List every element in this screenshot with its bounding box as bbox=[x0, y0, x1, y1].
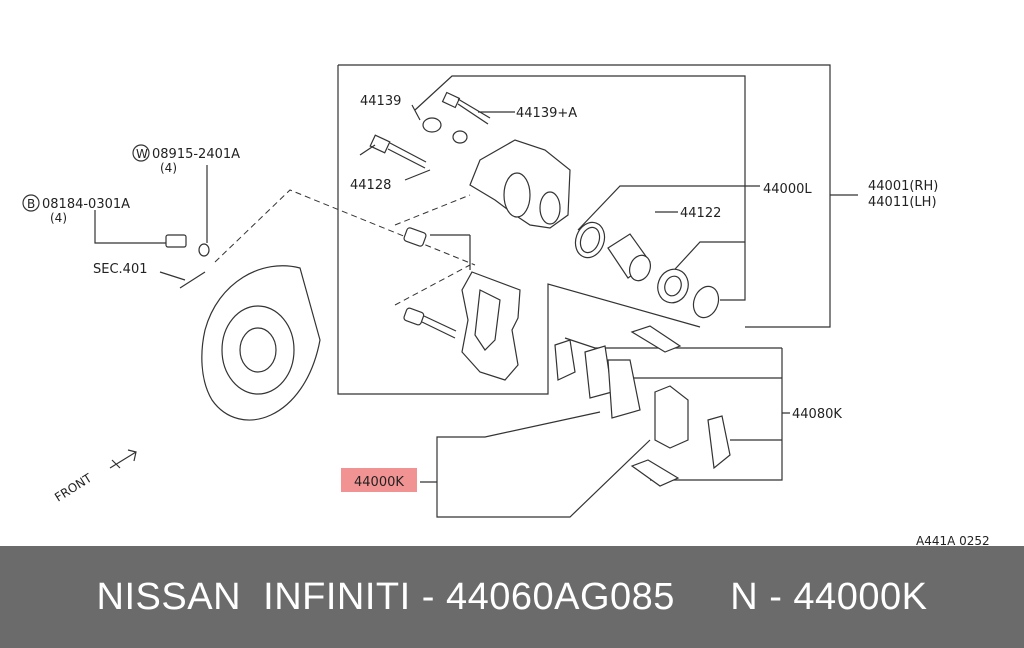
label-08915: 08915-2401A bbox=[152, 147, 240, 162]
washer-symbol-icon bbox=[132, 144, 150, 162]
label-44139a: 44139+A bbox=[516, 106, 577, 121]
label-44000k: 44000K bbox=[354, 475, 404, 490]
brake-pad-outer-icon bbox=[654, 385, 689, 449]
label-08184-qty: (4) bbox=[50, 211, 67, 225]
label-front: FRONT bbox=[52, 471, 95, 505]
front-indicator: FRONT bbox=[52, 449, 137, 505]
backing-plate-icon bbox=[201, 265, 321, 421]
label-44001: 44001(RH) bbox=[868, 179, 938, 194]
anti-squeal-shim-outer-icon bbox=[707, 415, 731, 470]
shim-clip-bottom-icon bbox=[630, 459, 680, 487]
label-bolt-symbol: B bbox=[27, 197, 35, 211]
label-08915-qty: (4) bbox=[160, 161, 177, 175]
caliper-bracket-icon bbox=[461, 271, 521, 381]
label-44139: 44139 bbox=[360, 94, 401, 109]
front-arrow-icon bbox=[109, 449, 137, 469]
pad-set-bracket bbox=[420, 411, 651, 518]
caliper-assembly-bracket bbox=[337, 64, 831, 395]
label-44128: 44128 bbox=[350, 178, 391, 193]
bolt-44128-icon bbox=[369, 134, 427, 169]
bushing-icon bbox=[422, 117, 468, 144]
label-08184: 08184-0301A bbox=[42, 197, 130, 212]
bolt-symbol-icon bbox=[22, 194, 40, 212]
shim-clip-top-icon bbox=[630, 325, 682, 353]
parts-diagram: 44139 44139+A 44128 W 08915-2401A (4) B … bbox=[22, 64, 990, 546]
label-ref: A441A 0252 bbox=[916, 534, 990, 546]
label-sec401: SEC.401 bbox=[93, 262, 148, 277]
highlight-box bbox=[341, 468, 417, 492]
label-44080k: 44080K bbox=[792, 407, 842, 422]
footer-banner: NISSAN INFINITI - 44060AG085 N - 44000K bbox=[0, 546, 1024, 648]
part-number-title: NISSAN INFINITI - 44060AG085 N - 44000K bbox=[96, 575, 928, 618]
anti-squeal-shim-icon bbox=[554, 339, 576, 381]
brake-pad-inner-icon bbox=[584, 345, 613, 399]
washer-08915-icon bbox=[198, 243, 210, 257]
piston-icon bbox=[607, 233, 651, 282]
bolt-08184-icon bbox=[165, 234, 187, 248]
guide-pin-icon bbox=[403, 227, 457, 339]
caliper-kit-bracket bbox=[414, 75, 760, 301]
label-washer-symbol: W bbox=[136, 147, 148, 161]
brake-pad-icon bbox=[607, 359, 641, 419]
label-44011: 44011(LH) bbox=[868, 195, 937, 210]
label-44000l: 44000L bbox=[763, 182, 812, 197]
dust-cap-icon bbox=[692, 285, 720, 319]
label-44122: 44122 bbox=[680, 206, 721, 221]
bolt-44139-icon bbox=[441, 91, 491, 125]
